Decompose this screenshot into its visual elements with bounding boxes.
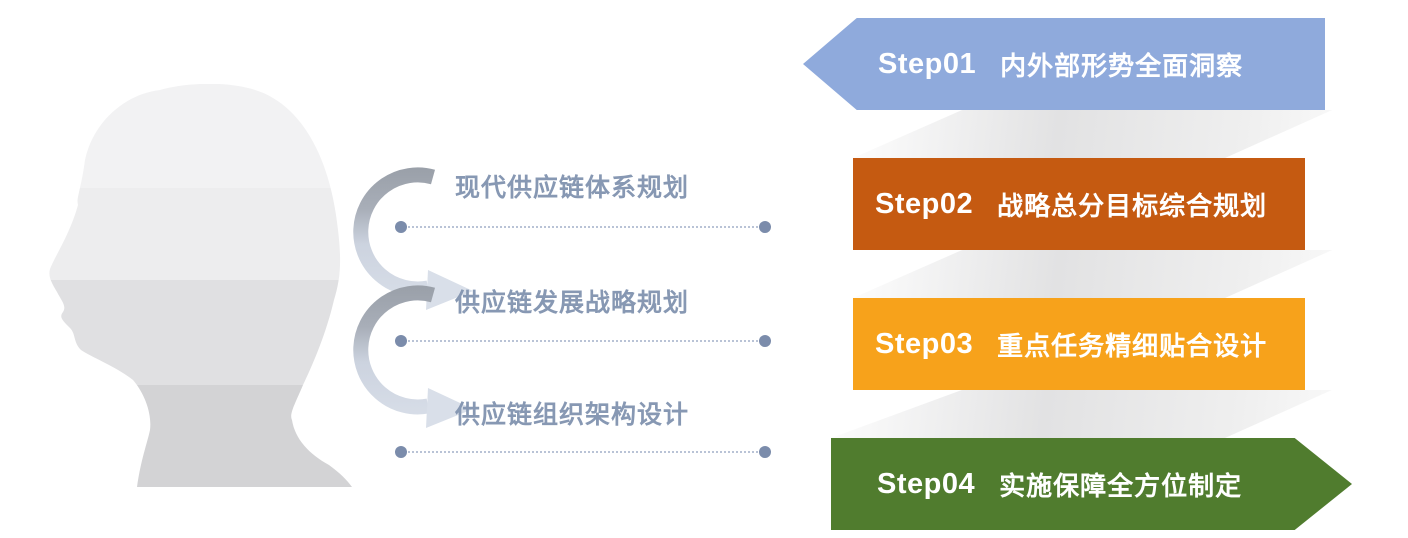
- step-id: Step03: [875, 327, 974, 360]
- dotted-connector-3: [395, 446, 771, 458]
- fold-connector-3: [831, 390, 1332, 438]
- dotted-connector-2: [395, 335, 771, 347]
- dotted-connector-1: [395, 221, 771, 233]
- step-id: Step04: [877, 467, 976, 500]
- fold-connector-1: [853, 110, 1333, 158]
- center-label-1: 现代供应链体系规划: [455, 174, 690, 202]
- center-label-2: 供应链发展战略规划: [455, 289, 690, 317]
- head-silhouette-icon: [49, 84, 352, 487]
- step-title: 重点任务精细贴合设计: [997, 330, 1268, 361]
- step-banner-3: Step03 重点任务精细贴合设计: [853, 298, 1305, 390]
- center-label-3: 供应链组织架构设计: [455, 401, 690, 429]
- arrow-top-icon: [353, 167, 473, 310]
- fold-connector-2: [853, 250, 1333, 298]
- step-banner-1: Step01 内外部形势全面洞察: [803, 18, 1325, 110]
- curved-flow-arrows-icon: [353, 167, 473, 428]
- step-banner-4: Step04 实施保障全方位制定: [831, 438, 1352, 530]
- step-title: 战略总分目标综合规划: [997, 190, 1268, 221]
- step-title: 内外部形势全面洞察: [1000, 50, 1244, 81]
- arrow-bottom-icon: [353, 285, 473, 428]
- step-banner-2: Step02 战略总分目标综合规划: [853, 158, 1305, 250]
- step-id: Step01: [878, 47, 977, 80]
- step-title: 实施保障全方位制定: [999, 470, 1243, 501]
- step-id: Step02: [875, 187, 974, 220]
